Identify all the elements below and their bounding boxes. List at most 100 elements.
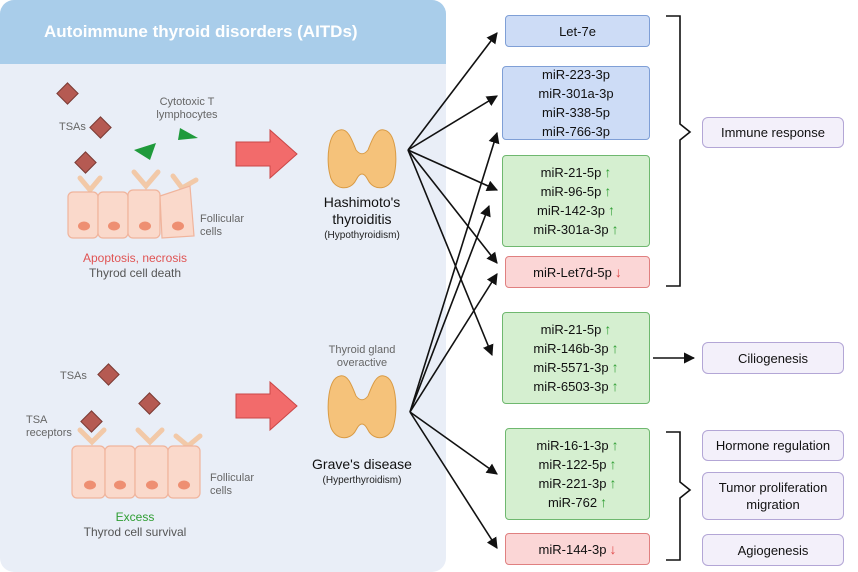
thyroid-icon [327, 375, 397, 439]
connector-arrows [407, 32, 696, 549]
mirna-box-green-1: miR-21-5p↑ miR-96-5p↑ miR-142-3p↑ miR-30… [502, 155, 650, 247]
up-arrow-icon: ↑ [611, 437, 619, 453]
mirna-box-red-2: miR-144-3p↓ [505, 533, 650, 565]
mirna-label: miR-5571-3p [533, 360, 609, 375]
down-arrow-icon: ↓ [614, 263, 622, 280]
mirna-row: miR-16-1-3p↑ [536, 436, 618, 455]
cell-survival-label: Thyrod cell survival [83, 525, 187, 539]
tsa-antigen-icon [74, 151, 97, 174]
receptor-icons [77, 427, 203, 450]
mirna-row: miR-301a-3p↑ [533, 220, 618, 239]
mirna-label: miR-301a-3p [533, 222, 609, 237]
mirna-label: miR-223-3p [542, 67, 610, 82]
mirna-box-let7e: Let-7e [505, 15, 650, 47]
up-arrow-icon: ↑ [611, 221, 619, 237]
t-lymphocyte-icon [134, 143, 156, 160]
mirna-label: miR-144-3p [538, 541, 607, 557]
mirna-row: miR-21-5p↑ [541, 163, 612, 182]
up-arrow-icon: ↑ [609, 475, 617, 491]
graves-title: Grave's disease [312, 456, 412, 472]
up-arrow-icon: ↑ [604, 183, 612, 199]
tsa-antigen-icon [89, 116, 112, 139]
cell-death-label: Thyrod cell death [88, 266, 182, 280]
mirna-row: miR-Let7d-5p↓ [533, 263, 622, 282]
up-arrow-icon: ↑ [611, 378, 619, 394]
mirna-label: miR-142-3p [537, 203, 605, 218]
mirna-row: miR-762↑ [548, 493, 607, 512]
outcome-ciliogenesis: Ciliogenesis [702, 342, 844, 374]
tsa-antigen-icon [97, 363, 120, 386]
tsas-label: TSAs [60, 370, 87, 382]
mirna-label: miR-762 [547, 495, 598, 510]
mirna-row: miR-6503-3p↑ [533, 377, 618, 396]
up-arrow-icon: ↑ [600, 494, 608, 510]
up-arrow-icon: ↑ [611, 359, 619, 375]
mirna-row: miR-221-3p↑ [539, 474, 617, 493]
up-arrow-icon: ↑ [611, 340, 619, 356]
mirna-box-green-3: miR-16-1-3p↑ miR-122-5p↑ miR-221-3p↑ miR… [505, 428, 650, 520]
hashimoto-subtitle: (Hypothyroidism) [324, 230, 400, 241]
mirna-label: miR-16-1-3p [536, 438, 609, 453]
tsa-antigen-icon [56, 82, 79, 105]
mirna-row: miR-21-5p↑ [541, 320, 612, 339]
mirna-label: miR-21-5p [540, 322, 602, 337]
up-arrow-icon: ↑ [604, 164, 612, 180]
mirna-label: miR-301a-3p [538, 86, 614, 101]
mirna-label: miR-221-3p [538, 476, 607, 491]
follicular-label: Follicular cells [200, 213, 245, 238]
up-arrow-icon: ↑ [604, 321, 612, 337]
outcome-label: Immune response [720, 125, 826, 140]
mirna-label: miR-96-5p [540, 184, 602, 199]
cell-nuclei [84, 480, 190, 490]
up-arrow-icon: ↑ [607, 202, 615, 218]
outcome-immune-response: Immune response [702, 117, 844, 148]
tsa-antigen-icon [80, 410, 103, 433]
follicular-label: Follicular cells [210, 472, 255, 497]
mirna-label: miR-338-5p [542, 105, 610, 120]
mirna-row: miR-5571-3p↑ [533, 358, 618, 377]
excess-label: Excess [115, 510, 155, 524]
overactive-label: Thyroid gland overactive [328, 344, 396, 369]
tsa-receptors-label: TSA receptors [26, 414, 72, 439]
mirna-label: miR-Let7d-5p [533, 264, 612, 280]
mirna-row: miR-142-3p↑ [537, 201, 615, 220]
tsa-antigen-icon [138, 392, 161, 415]
apoptosis-label: Apoptosis, necrosis [82, 251, 188, 265]
tsas-label: TSAs [59, 121, 86, 133]
t-lymphocyte-icon [178, 128, 198, 140]
cytotoxic-label: Cytotoxic T lymphocytes [156, 96, 218, 121]
mirna-label: miR-146b-3p [533, 341, 609, 356]
mirna-box-green-2: miR-21-5p↑ miR-146b-3p↑ miR-5571-3p↑ miR… [502, 312, 650, 404]
mirna-box-red-1: miR-Let7d-5p↓ [505, 256, 650, 288]
mirna-row: miR-146b-3p↑ [533, 339, 618, 358]
outcome-label: Hormone regulation [715, 438, 831, 453]
mirna-row: miR-144-3p↓ [539, 540, 617, 559]
outcome-hormone-regulation: Hormone regulation [702, 430, 844, 461]
mirna-label: miR-766-3p [542, 124, 610, 139]
receptor-icons [77, 169, 199, 194]
mirna-label: Let-7e [559, 23, 596, 39]
down-arrow-icon: ↓ [609, 540, 617, 557]
mirna-row: miR-96-5p↑ [541, 182, 612, 201]
mirna-label: miR-6503-3p [533, 379, 609, 394]
thyroid-icon [327, 129, 397, 189]
outcome-label: Ciliogenesis [737, 350, 809, 366]
mirna-label: miR-21-5p [540, 165, 602, 180]
up-arrow-icon: ↑ [609, 456, 617, 472]
mirna-label: miR-122-5p [538, 457, 607, 472]
mirna-box-blue-group: miR-223-3p miR-301a-3p miR-338-5p miR-76… [502, 66, 650, 140]
big-arrow-icon [235, 128, 298, 180]
panel-header: Autoimmune thyroid disorders (AITDs) [0, 0, 446, 64]
outcome-tumor-proliferation: Tumor proliferation migration [702, 472, 844, 520]
outcome-angiogenesis: Agiogenesis [702, 534, 844, 566]
graves-subtitle: (Hyperthyroidism) [322, 475, 402, 486]
follicular-cells [71, 445, 201, 499]
big-arrow-icon [235, 380, 298, 432]
outcome-label: Tumor proliferation migration [718, 480, 828, 512]
cell-nuclei [78, 221, 184, 231]
outcome-label: Agiogenesis [737, 542, 809, 558]
group-brackets [666, 15, 692, 561]
mirna-row: miR-122-5p↑ [539, 455, 617, 474]
panel-title: Autoimmune thyroid disorders (AITDs) [44, 22, 358, 41]
